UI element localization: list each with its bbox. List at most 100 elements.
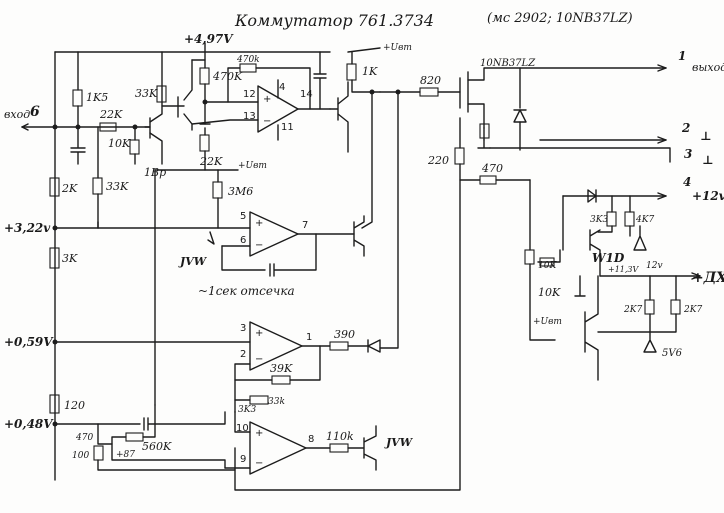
opamp-u3: + − 3 2 1 390 39K 33k 3K3 [54,321,381,415]
resistor-120-label: 120 [64,399,85,412]
resistor-2k7-a [644,299,655,315]
output-pin-number: 1 [678,49,686,63]
resistor-1k5-label: 1K5 [86,91,108,104]
u1-pin-14: 14 [300,89,313,100]
zener-5v6-label: 5V6 [662,348,683,359]
resistor-100-label: 100 [72,451,89,461]
v113-label: +11,3V [608,265,640,274]
jvw-label-2: JVW [384,436,414,449]
resistor-470-gate [479,175,497,185]
resistor-220 [454,147,465,165]
resistor-2k7-a-label: 2K7 [623,305,642,315]
resistor-3k3-reg-label: 3K3 [590,215,608,225]
resistor-10k-base-label: 10K [108,137,131,150]
plus-12v-label: +12v [692,189,724,203]
opamp-u2: + − 5 6 7 3M6 +Uвт JVW ~1сек отсечка [54,161,365,406]
ground-symbol-1: ⊥ [700,129,712,143]
supply-voltage-label: +4,97V [184,32,234,46]
u2-pin-6: 6 [240,235,246,246]
resistor-390-label: 390 [334,328,355,341]
resistor-22k-divider [199,134,210,152]
voltage-label-322: +3,22v [4,221,51,235]
svg-text:−: − [255,458,263,469]
svg-text:−: − [255,240,263,251]
resistor-22k-input [99,122,117,132]
svg-text:+: + [255,218,263,229]
resistor-470-trim [93,445,104,461]
resistor-120 [49,394,60,414]
opamp-u4: + − 10 9 8 110k JVW 560K 470 100 +87 [54,404,414,475]
ground-symbol-2: ⊥ [702,153,714,167]
pin-3: 3 [684,147,692,161]
transistor-pair: 1Вр 33K 470K 22K [135,51,243,179]
resistor-470k [199,67,210,85]
mosfet-label: 10NB37LZ [480,58,536,69]
u1-pin-11: 11 [281,122,294,133]
resistor-470-gate-label: 470 [481,162,503,175]
resistor-3m6 [212,181,223,199]
resistor-560k-label: 560K [142,440,172,453]
resistor-1k [346,63,357,81]
resistor-2k7-b [670,299,681,315]
resistor-560k [125,432,144,442]
u1-pin-12: 12 [243,89,256,100]
svg-text:−: − [263,116,271,127]
uin-label-reg: +Uвт [533,317,562,327]
resistor-390 [329,341,349,351]
resistor-33k-collector [156,85,167,103]
resistor-39k-label: 39K [270,362,293,375]
resistor-110k-label: 110k [326,430,354,443]
u4-pin-8: 8 [308,434,314,445]
resistor-470k-feedback [239,63,257,73]
resistor-220-label: 220 [427,154,449,167]
u2-pin-7: 7 [302,220,308,231]
input-pin-number: 6 [30,104,40,120]
pin-4: 4 [683,175,691,189]
resistor-820 [419,87,439,97]
svg-text:+: + [263,94,271,105]
resistor-1k5 [72,89,83,107]
output-label: выход [692,61,724,74]
resistor-2k7-b-label: 2K7 [683,305,702,315]
mosfet-10nb37lz: 10NB37LZ 1 выход 2 ⊥ 3 ⊥ [459,49,724,167]
resistor-33k-divider [249,395,269,405]
resistor-3k3-label: 3K3 [238,405,256,415]
resistor-33k-collector-label: 33K [135,87,158,100]
schematic-title: Коммутатор 761.3734 [234,11,434,30]
u3-pin-1: 1 [306,332,312,343]
resistor-470k-feedback-label: 470k [236,55,260,65]
resistor-3k [49,247,60,269]
resistor-10k-reg-b [539,257,555,267]
resistor-33k-feedback-label: 33K [106,180,129,193]
u4-pin-9: 9 [240,454,246,465]
resistor-10k-reg-b-label: 10K [538,286,561,299]
u2-pin-5: 5 [240,211,246,222]
resistor-10k-base [129,139,140,155]
resistor-470-trim-label: 470 [75,433,93,443]
input-label: вход [4,108,30,121]
resistor-2k [49,177,60,197]
voltage-label-059: +0,59V [4,335,54,349]
svg-text:+: + [255,428,263,439]
resistor-1k-label: 1K [362,65,378,78]
resistor-4k7 [624,211,635,227]
pin-2: 2 [681,121,690,135]
voltage-label-048: +0,48V [4,417,54,431]
resistor-2k-label: 2K [61,182,78,195]
opamp-u1: + − 12 13 4 14 11 470k [191,51,331,141]
u3-pin-3: 3 [240,323,246,334]
resistor-3k3-reg [606,211,617,227]
cutoff-note: ~1сек отсечка [198,284,295,298]
jvw-label-1: JVW [178,255,208,268]
resistor-33k-divider-label: 33k [268,397,285,407]
u4-pin-10: 10 [236,423,249,434]
w1d-label: W1D [592,251,625,265]
supply-rail: +4,97V +Uвт [54,32,412,53]
regulator-block: 4 +12v 3K3 4K7 12v W1D +11,3V +ДХ 10K 10… [524,175,724,381]
u1-pin-13: 13 [243,111,256,122]
svg-text:+: + [255,328,263,339]
zener-12v-label: 12v [646,261,663,271]
resistor-110k [329,443,349,453]
